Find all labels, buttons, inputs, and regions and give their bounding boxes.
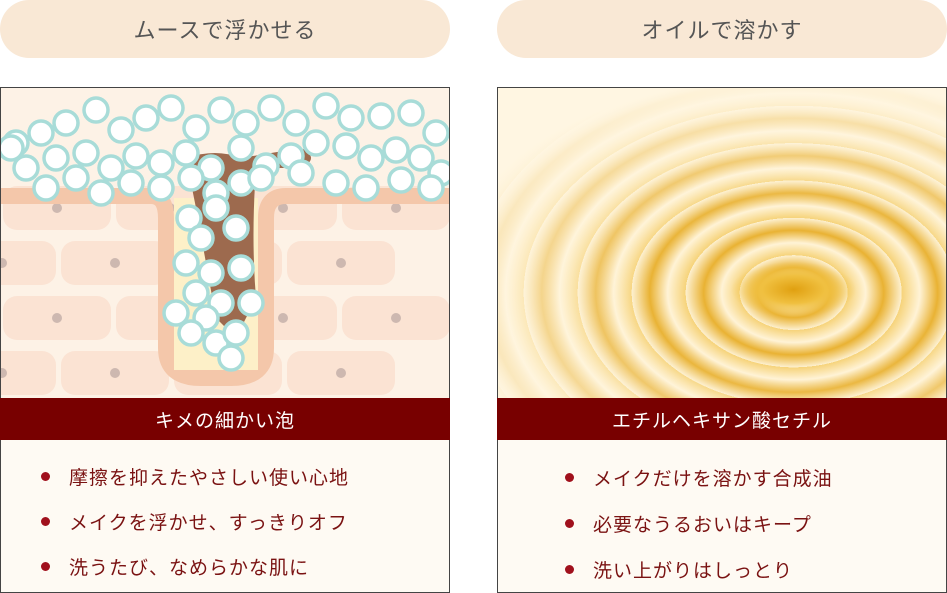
oil-points-list: メイクだけを溶かす合成油 必要なうるおいはキープ 洗い上がりはしっとり <box>497 440 947 593</box>
point-text: 洗うたび、なめらかな肌に <box>69 557 310 579</box>
list-item: 摩擦を抑えたやさしい使い心地 <box>1 454 449 499</box>
bullet-icon <box>41 472 50 481</box>
list-item: 必要なうるおいはキープ <box>498 500 946 546</box>
mousse-header: ムースで浮かせる <box>0 0 450 58</box>
list-item: メイクだけを溶かす合成油 <box>498 454 946 500</box>
point-text: メイクだけを溶かす合成油 <box>593 467 833 490</box>
mousse-points-list: 摩擦を抑えたやさしい使い心地 メイクを浮かせ、すっきりオフ 洗うたび、なめらかな… <box>0 440 450 593</box>
skin-foam-illustration <box>0 87 450 398</box>
oil-ripple-image <box>497 87 947 398</box>
oil-header: オイルで溶かす <box>497 0 947 58</box>
point-text: 洗い上がりはしっとり <box>593 559 794 582</box>
list-item: メイクを浮かせ、すっきりオフ <box>1 499 449 544</box>
bullet-icon <box>565 564 574 574</box>
point-text: 摩擦を抑えたやさしい使い心地 <box>69 467 350 489</box>
point-text: メイクを浮かせ、すっきりオフ <box>69 512 348 534</box>
list-item: 洗うたび、なめらかな肌に <box>1 544 449 589</box>
mousse-feature-band: キメの細かい泡 <box>0 398 450 440</box>
bullet-icon <box>565 518 574 528</box>
mousse-column: ムースで浮かせる キメの細かい泡 摩擦を抑えたやさしい使い心地 メイクを浮かせ、… <box>0 0 450 593</box>
bullet-icon <box>565 472 574 482</box>
list-item: 洗い上がりはしっとり <box>498 546 946 592</box>
bullet-icon <box>41 517 50 526</box>
oil-column: オイルで溶かす エチルヘキサン酸セチル メイクだけを溶かす合成油 必要なうるおい… <box>497 0 947 593</box>
bullet-icon <box>41 562 50 571</box>
oil-feature-band: エチルヘキサン酸セチル <box>497 398 947 440</box>
point-text: 必要なうるおいはキープ <box>593 513 812 536</box>
